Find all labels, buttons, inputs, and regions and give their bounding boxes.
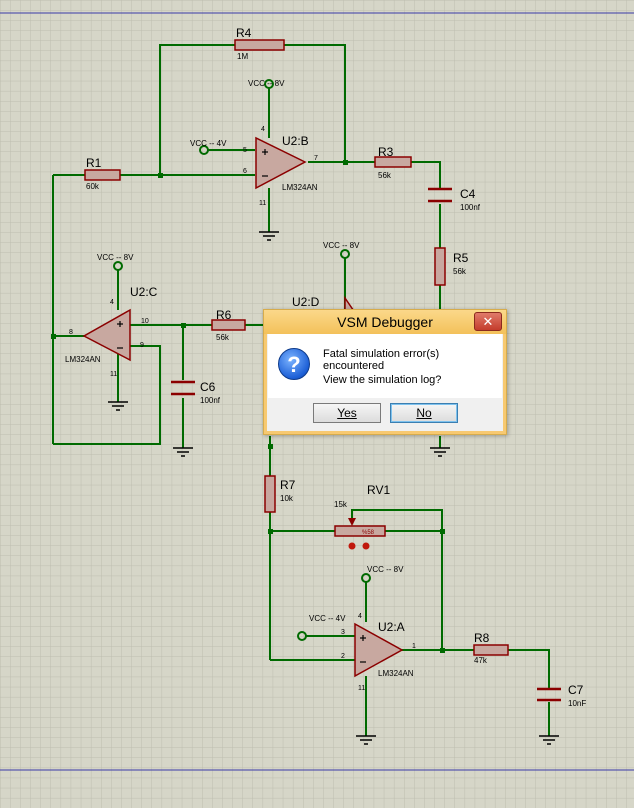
rv1-value: 15k [334,500,348,509]
pin-a1: 1 [412,643,416,650]
r3-value: 56k [378,171,392,180]
resistor-r4[interactable] [234,39,285,51]
pin-b7: 7 [314,155,318,162]
dialog-title: VSM Debugger [337,314,433,330]
dialog-title-bar[interactable]: VSM Debugger [264,310,506,334]
resistor-r5[interactable] [434,247,446,286]
junctions [51,160,445,653]
rv1-wiper: %58 [362,530,375,536]
opamp-u2a[interactable] [354,622,404,678]
capacitor-c7[interactable] [537,687,561,702]
vsm-debugger-dialog: VSM Debugger ✕ ? Fatal simulation error(… [263,309,507,435]
pin-c9: 9 [140,342,144,349]
labels: R4 1M R1 60k R3 56k C4 100nf R5 56k R6 5… [65,26,586,708]
rv1-details [348,518,370,550]
u2d-ref: U2:D [292,295,320,309]
u2b-part: LM324AN [282,183,318,192]
c6-value: 100nf [200,396,221,405]
supply-terminals [113,79,371,641]
r3-ref: R3 [378,145,394,159]
r8-ref: R8 [474,631,490,645]
vcc8-d-label: VCC -- 8V [323,241,360,250]
r4-ref: R4 [236,26,252,40]
r5-value: 56k [453,267,467,276]
r7-value: 10k [280,494,294,503]
vcc8-c-label: VCC -- 8V [97,253,134,262]
r4-value: 1M [237,52,248,61]
r7-ref: R7 [280,478,296,492]
r6-value: 56k [216,333,230,342]
u2c-ref: U2:C [130,285,158,299]
r1-ref: R1 [86,156,102,170]
pin-a2: 2 [341,653,345,660]
pin-b11: 11 [259,200,266,207]
u2a-ref: U2:A [378,620,405,634]
pin-a3: 3 [341,629,345,636]
vcc4-b-label: VCC -- 4V [190,139,227,148]
dialog-message-error: Fatal simulation error(s) encountered [323,348,440,372]
vcc4-a-label: VCC -- 4V [309,614,346,623]
resistor-r3[interactable] [374,156,412,168]
c7-value: 10nF [568,699,586,708]
dialog-message-question: View the simulation log? [323,374,442,386]
vcc8-b-label: VCC -- 8V [248,79,285,88]
vcc8-a-label: VCC -- 8V [367,565,404,574]
no-button-label: No [416,406,432,420]
yes-button[interactable]: Yes [313,403,381,423]
r6-ref: R6 [216,308,232,322]
pin-c8: 8 [69,329,73,336]
opamp-signs [117,149,366,663]
capacitors[interactable] [171,187,561,702]
c7-ref: C7 [568,683,584,697]
pin-c11: 11 [110,371,117,378]
pin-a11: 11 [358,685,365,692]
c6-ref: C6 [200,380,216,394]
c4-value: 100nf [460,203,481,212]
opamp-u2b[interactable] [255,136,307,190]
resistor-r8[interactable] [473,644,509,656]
pin-b6: 6 [243,168,247,175]
pin-c10: 10 [141,318,149,325]
yes-button-label: Yes [337,406,357,420]
u2c-part: LM324AN [65,355,101,364]
close-icon[interactable]: ✕ [474,312,502,331]
c4-ref: C4 [460,187,476,201]
wires [52,44,550,736]
dialog-body: ? Fatal simulation error(s) encountered … [268,334,502,430]
capacitor-c4[interactable] [428,187,452,203]
resistors[interactable] [84,39,509,656]
resistor-r6[interactable] [211,319,246,331]
grounds [108,231,559,745]
potentiometer-rv1[interactable] [334,525,386,537]
pin-b4: 4 [261,126,265,133]
resistor-r7[interactable] [264,475,276,513]
question-icon: ? [278,348,310,380]
pin-b5: 5 [243,147,247,154]
pin-a4: 4 [358,613,362,620]
rv1-ref: RV1 [367,483,390,497]
r1-value: 60k [86,182,100,191]
no-button[interactable]: No [390,403,458,423]
r5-ref: R5 [453,251,469,265]
dialog-button-row: Yes No [268,398,502,430]
r8-value: 47k [474,656,488,665]
pin-c4: 4 [110,299,114,306]
u2b-ref: U2:B [282,134,309,148]
resistor-r1[interactable] [84,169,121,181]
u2a-part: LM324AN [378,669,414,678]
capacitor-c6[interactable] [171,380,195,396]
